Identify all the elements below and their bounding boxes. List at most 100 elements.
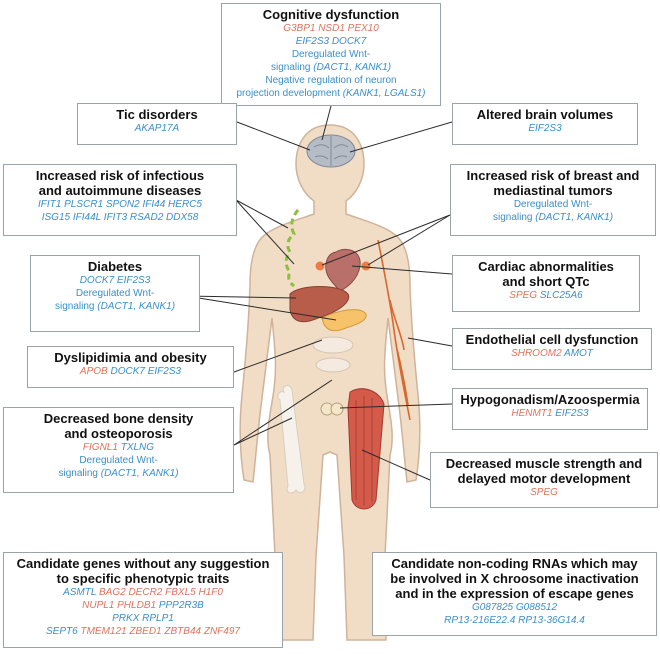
gene-symbol: SHROOM2 — [511, 348, 565, 359]
gene-lines: AKAP17A — [82, 122, 232, 135]
box-title: Decreased muscle strength and delayed mo… — [445, 456, 643, 486]
box-title: Endothelial cell dysfunction — [465, 332, 639, 347]
gene-line: ASMTL BAG2 DECR2 FBXL5 H1F0 — [8, 586, 278, 599]
box-title: Dyslipidimia and obesity — [54, 350, 207, 365]
gene-symbol: ISG15 IFI44L IFIT3 RSAD2 DDX58 — [41, 212, 199, 223]
gene-lines: EIF2S3 — [457, 122, 633, 135]
gene-line: FIGNL1 TXLNG — [8, 441, 229, 454]
gene-symbol: SPEG — [530, 487, 558, 498]
gene-symbol: EIF2S3 — [528, 123, 562, 134]
annotation-text: Negative regulation of neuron — [265, 75, 397, 86]
box-muscle-strength: Decreased muscle strength and delayed mo… — [430, 452, 658, 508]
gene-symbol: DOCK7 EIF2S3 — [110, 366, 182, 377]
box-tic-disorders: Tic disorders AKAP17A — [77, 103, 237, 145]
box-title: Cardiac abnormalities and short QTc — [478, 259, 614, 289]
annotation-text: Deregulated Wnt- — [75, 288, 155, 299]
gene-symbol: AMOT — [564, 348, 593, 359]
gene-symbol: FIGNL1 — [82, 442, 121, 453]
box-noncoding-rnas: Candidate non-coding RNAs which may be i… — [372, 552, 657, 636]
annotation-text: projection development — [236, 88, 343, 99]
gene-symbol: RP13-216E22.4 RP13-36G14.4 — [444, 615, 585, 626]
gene-symbol: (KANK1, LGALS1) — [342, 88, 426, 99]
gene-line: Deregulated Wnt- — [35, 287, 195, 300]
breast-tumor-marks — [315, 261, 371, 271]
gene-line: EIF2S3 — [457, 122, 633, 135]
gene-lines: HENMT1 EIF2S3 — [457, 407, 643, 420]
gene-line: AKAP17A — [82, 122, 232, 135]
intestines-organ — [312, 336, 354, 373]
connector-lines — [185, 105, 453, 481]
gene-line: signaling (DACT1, KANK1) — [455, 211, 651, 224]
gene-line: projection development (KANK1, LGALS1) — [226, 87, 436, 100]
gene-symbol: IFIT1 PLSCR1 SPON2 IFI44 HERC5 — [38, 199, 202, 210]
box-title: Altered brain volumes — [476, 107, 614, 122]
pancreas-organ — [321, 309, 367, 332]
brain-organ — [306, 134, 356, 168]
gene-line: signaling (DACT1, KANK1) — [8, 467, 229, 480]
box-candidate-genes: Candidate genes without any suggestion t… — [3, 552, 283, 648]
annotation-text: signaling — [58, 468, 101, 479]
femur-bone — [277, 385, 306, 494]
gene-line: APOB DOCK7 EIF2S3 — [32, 365, 229, 378]
gene-line: SPEG SLC25A6 — [457, 289, 635, 302]
box-title: Tic disorders — [116, 107, 198, 122]
gene-symbol: (DACT1, KANK1) — [97, 301, 176, 312]
annotation-text: Deregulated Wnt- — [513, 199, 593, 210]
gene-line: RP13-216E22.4 RP13-36G14.4 — [377, 614, 652, 627]
gene-line: signaling (DACT1, KANK1) — [226, 61, 436, 74]
gene-symbol: (DACT1, KANK1) — [313, 62, 392, 73]
box-title: Decreased bone density and osteoporosis — [43, 411, 194, 441]
gene-symbol: DOCK7 EIF2S3 — [79, 275, 151, 286]
vessel-arm — [377, 239, 411, 421]
testes-organ — [320, 402, 344, 416]
thigh-muscle — [347, 388, 385, 510]
gene-symbol: BAG2 DECR2 FBXL5 H1F0 — [99, 587, 223, 598]
gene-line: G087825 G088512 — [377, 601, 652, 614]
annotation-text: signaling — [54, 301, 98, 312]
annotation-text: Deregulated Wnt- — [291, 49, 371, 60]
gene-symbol: (DACT1, KANK1) — [100, 468, 179, 479]
gene-line: PRKX RPLP1 — [8, 612, 278, 625]
gene-symbol: G3BP1 NSD1 PEX10 — [283, 23, 379, 34]
gene-line: ISG15 IFI44L IFIT3 RSAD2 DDX58 — [8, 211, 232, 224]
gene-line: G3BP1 NSD1 PEX10 — [226, 22, 436, 35]
gene-line: Negative regulation of neuron — [226, 74, 436, 87]
box-title: Candidate non-coding RNAs which may be i… — [390, 556, 639, 601]
gene-symbol: SPEG — [509, 290, 540, 301]
gene-symbol: EIF2S3 — [555, 408, 589, 419]
gene-line: SPEG — [435, 486, 653, 499]
gene-symbol: EIF2S3 DOCK7 — [295, 36, 367, 47]
gene-symbol: APOB — [79, 366, 111, 377]
gene-line: Deregulated Wnt- — [8, 454, 229, 467]
thymus-lymph-organ — [284, 209, 300, 288]
box-title: Candidate genes without any suggestion t… — [16, 556, 270, 586]
box-endothelial-dysfunction: Endothelial cell dysfunction SHROOM2 AMO… — [452, 328, 652, 370]
box-hypogonadism-azoospermia: Hypogonadism/Azoospermia HENMT1 EIF2S3 — [452, 388, 648, 430]
gene-lines: SPEG SLC25A6 — [457, 289, 635, 302]
box-infectious-autoimmune: Increased risk of infectious and autoimm… — [3, 164, 237, 236]
gene-line: SEPT6 TMEM121 ZBED1 ZBTB44 ZNF497 — [8, 625, 278, 638]
box-title: Hypogonadism/Azoospermia — [460, 392, 640, 407]
gene-symbol: (DACT1, KANK1) — [535, 212, 614, 223]
box-title: Diabetes — [87, 259, 143, 274]
gene-line: Deregulated Wnt- — [455, 198, 651, 211]
gene-symbol: SEPT6 — [46, 626, 81, 637]
gene-lines: APOB DOCK7 EIF2S3 — [32, 365, 229, 378]
box-title: Increased risk of infectious and autoimm… — [35, 168, 205, 198]
gene-line: EIF2S3 DOCK7 — [226, 35, 436, 48]
annotation-text: signaling — [492, 212, 536, 223]
box-breast-mediastinal-tumors: Increased risk of breast and mediastinal… — [450, 164, 656, 236]
gene-line: IFIT1 PLSCR1 SPON2 IFI44 HERC5 — [8, 198, 232, 211]
annotation-text: signaling — [270, 62, 314, 73]
gene-line: DOCK7 EIF2S3 — [35, 274, 195, 287]
gene-lines: Deregulated Wnt-signaling (DACT1, KANK1) — [455, 198, 651, 224]
